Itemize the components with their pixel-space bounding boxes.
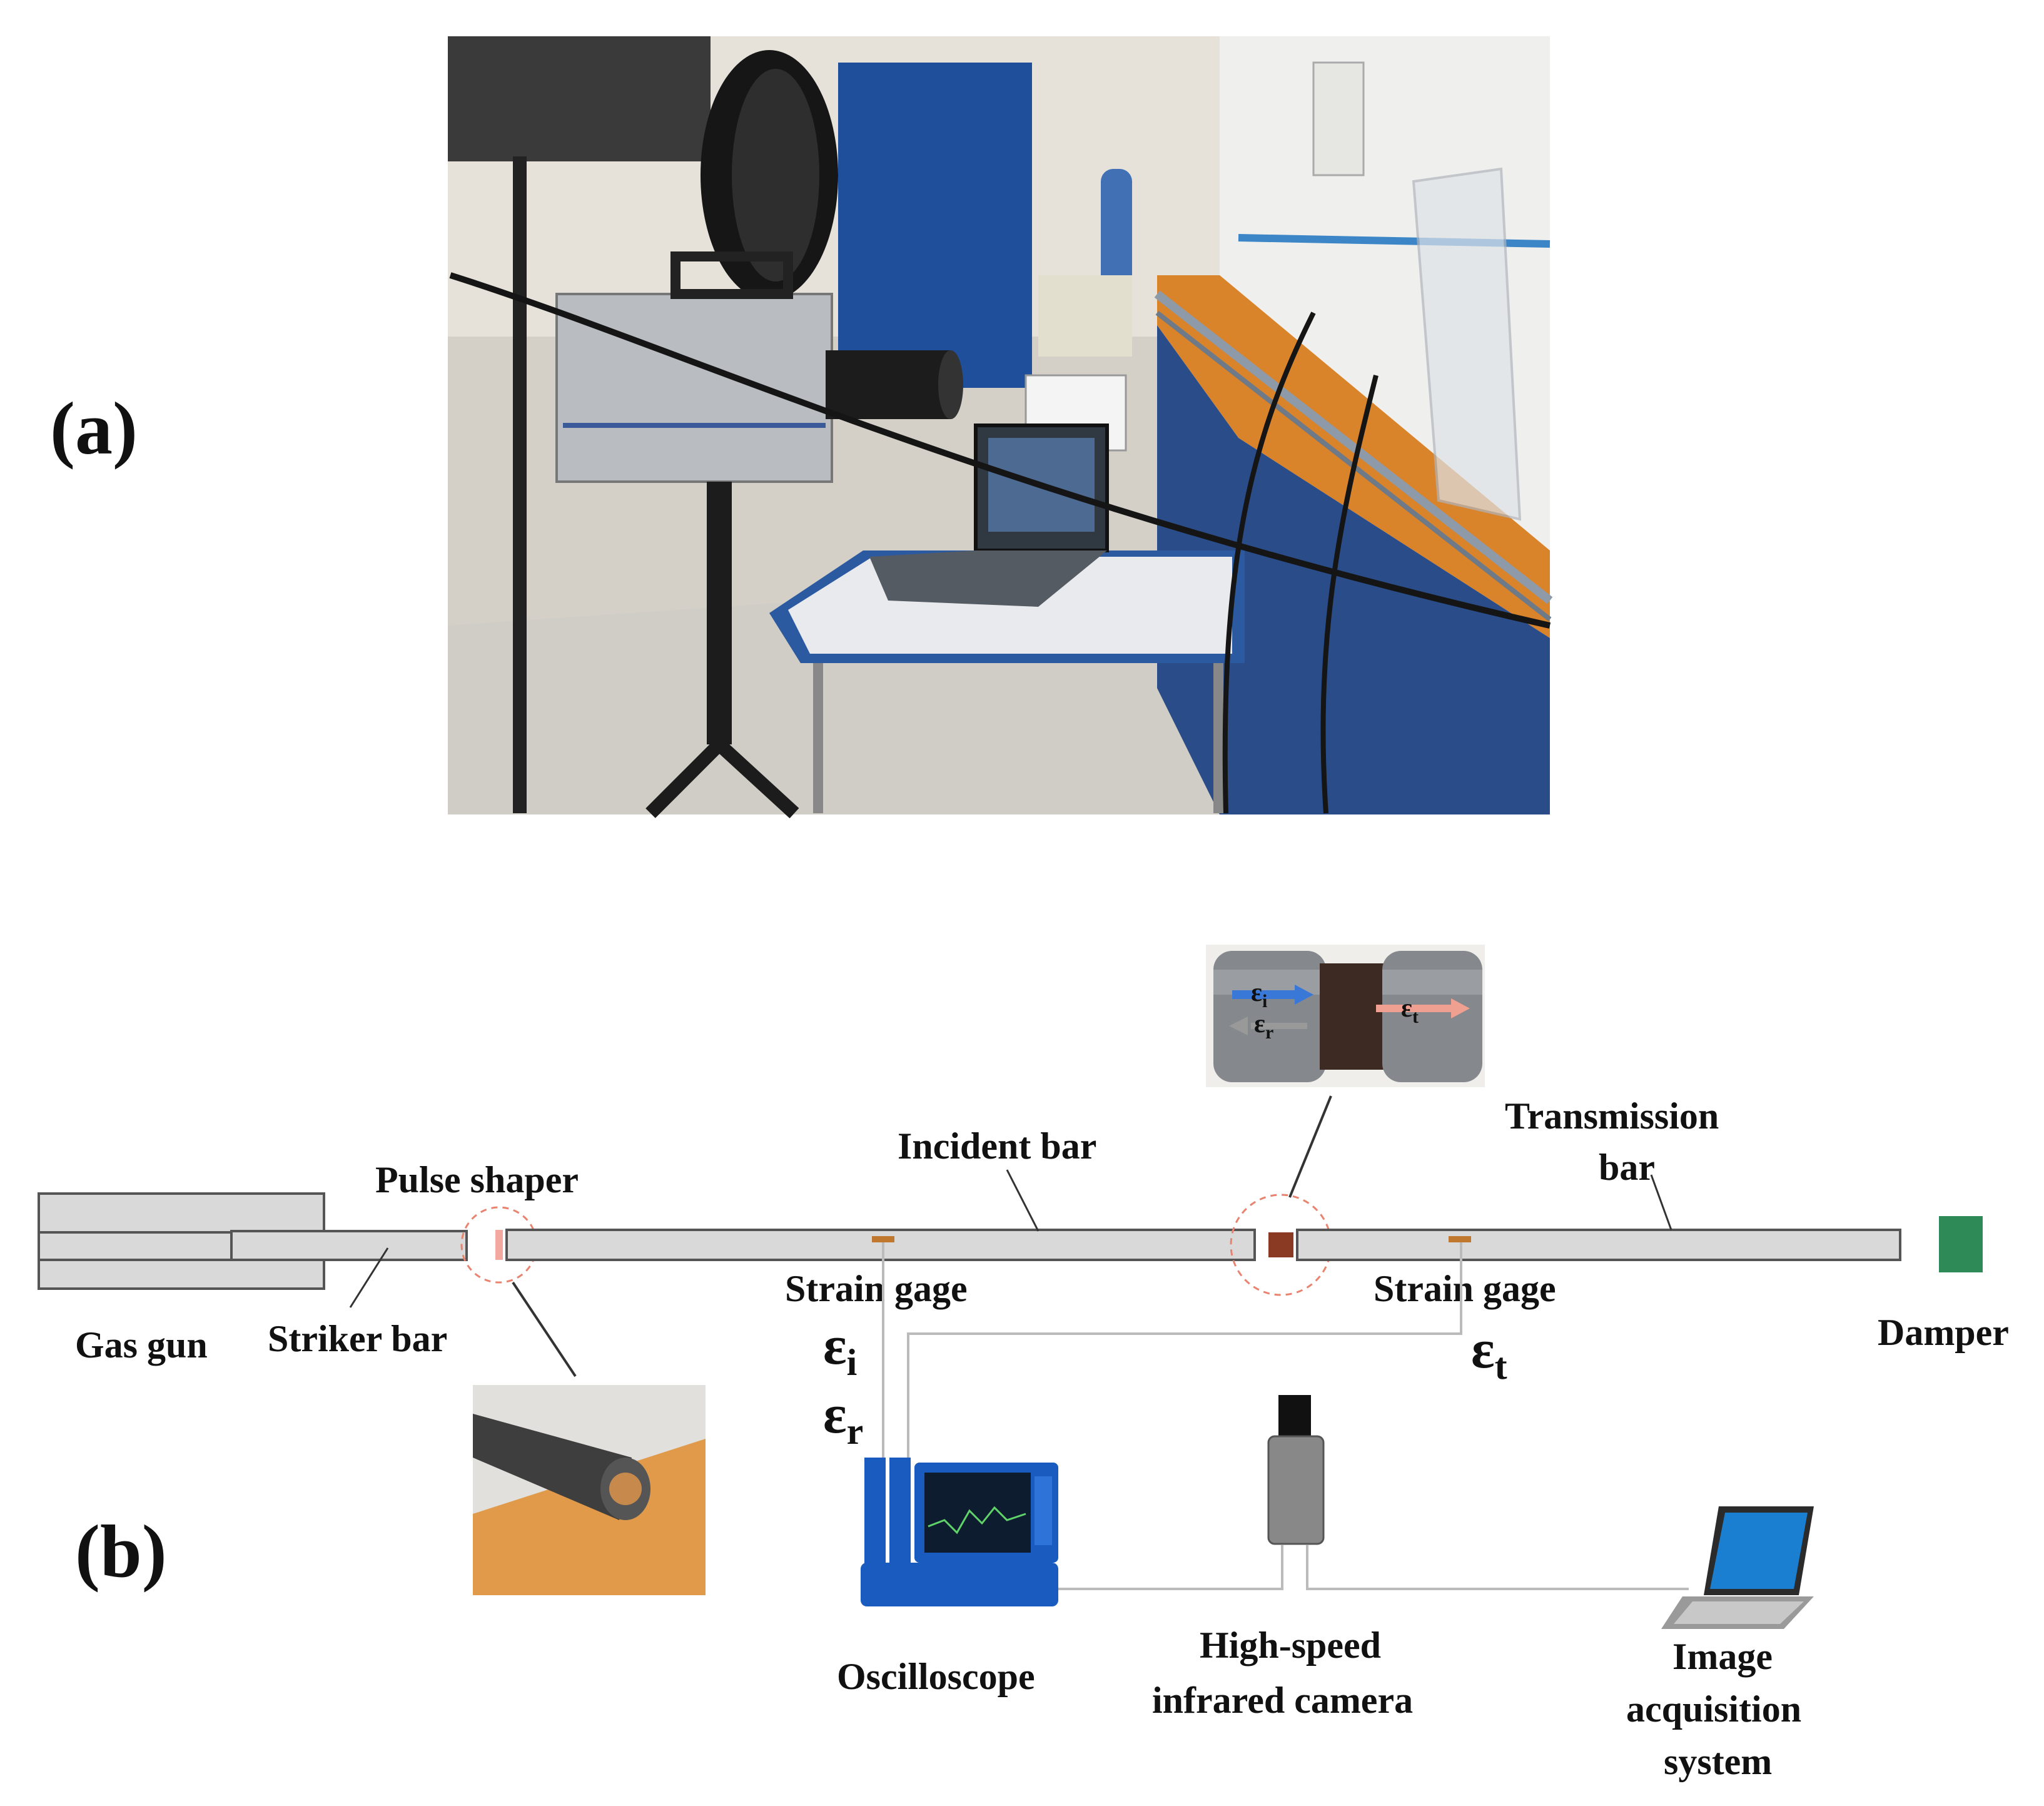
strain-gage-left — [872, 1236, 894, 1242]
strain-gage-right — [1449, 1236, 1471, 1242]
transmission-bar-leader — [1650, 1174, 1672, 1230]
pulse-shaper-label: Pulse shaper — [375, 1159, 579, 1200]
strain-symbol-incident: εi — [823, 1316, 857, 1383]
panel-a-label: (a) — [50, 387, 138, 470]
pulse-shaper-inset-photo — [473, 1385, 706, 1595]
oscilloscope-icon — [861, 1458, 1058, 1606]
inset-eps-i: εi — [1251, 978, 1267, 1012]
damper-label: Damper — [1878, 1312, 2009, 1353]
inset-eps-t: εt — [1401, 994, 1419, 1027]
infrared-camera-icon — [1267, 1395, 1325, 1545]
gas-gun-label: Gas gun — [75, 1324, 208, 1366]
ias-label-line1: Image — [1672, 1636, 1773, 1677]
camera-label-line2: infrared camera — [1152, 1680, 1413, 1721]
inset-eps-r: εr — [1254, 1010, 1273, 1043]
pulse-shaper — [495, 1230, 503, 1260]
strain-gage-left-label: Strain gage — [785, 1268, 968, 1309]
strain-symbol-transmitted: εt — [1471, 1319, 1507, 1387]
incident-bar-leader — [1006, 1169, 1040, 1232]
damper — [1939, 1216, 1983, 1272]
signal-wires — [882, 1242, 1689, 1590]
strain-symbol-reflected: εr — [823, 1384, 863, 1452]
specimen-inset-photo — [1206, 945, 1485, 1087]
lab-setup-photo — [448, 36, 1553, 819]
transmission-bar-label-line2: bar — [1599, 1147, 1655, 1188]
ias-label-line2: acquisition — [1626, 1688, 1801, 1730]
camera-label-line1: High-speed — [1200, 1625, 1381, 1666]
strain-gage-right-label: Strain gage — [1374, 1268, 1556, 1309]
ias-label-line3: system — [1664, 1741, 1772, 1782]
striker-bar — [230, 1230, 468, 1261]
striker-bar-leader — [349, 1247, 389, 1308]
oscilloscope-label: Oscilloscope — [837, 1656, 1035, 1697]
pulse-shaper-inset-leader — [512, 1281, 577, 1377]
specimen-inset-leader — [1288, 1095, 1332, 1198]
laptop-icon — [1661, 1506, 1814, 1629]
striker-bar-label: Striker bar — [268, 1318, 447, 1359]
transmission-bar — [1296, 1229, 1901, 1261]
panel-b-label: (b) — [75, 1509, 167, 1593]
specimen — [1268, 1232, 1293, 1257]
incident-bar-label: Incident bar — [898, 1125, 1096, 1167]
transmission-bar-label-line1: Transmission — [1505, 1095, 1719, 1137]
incident-bar — [505, 1229, 1256, 1261]
